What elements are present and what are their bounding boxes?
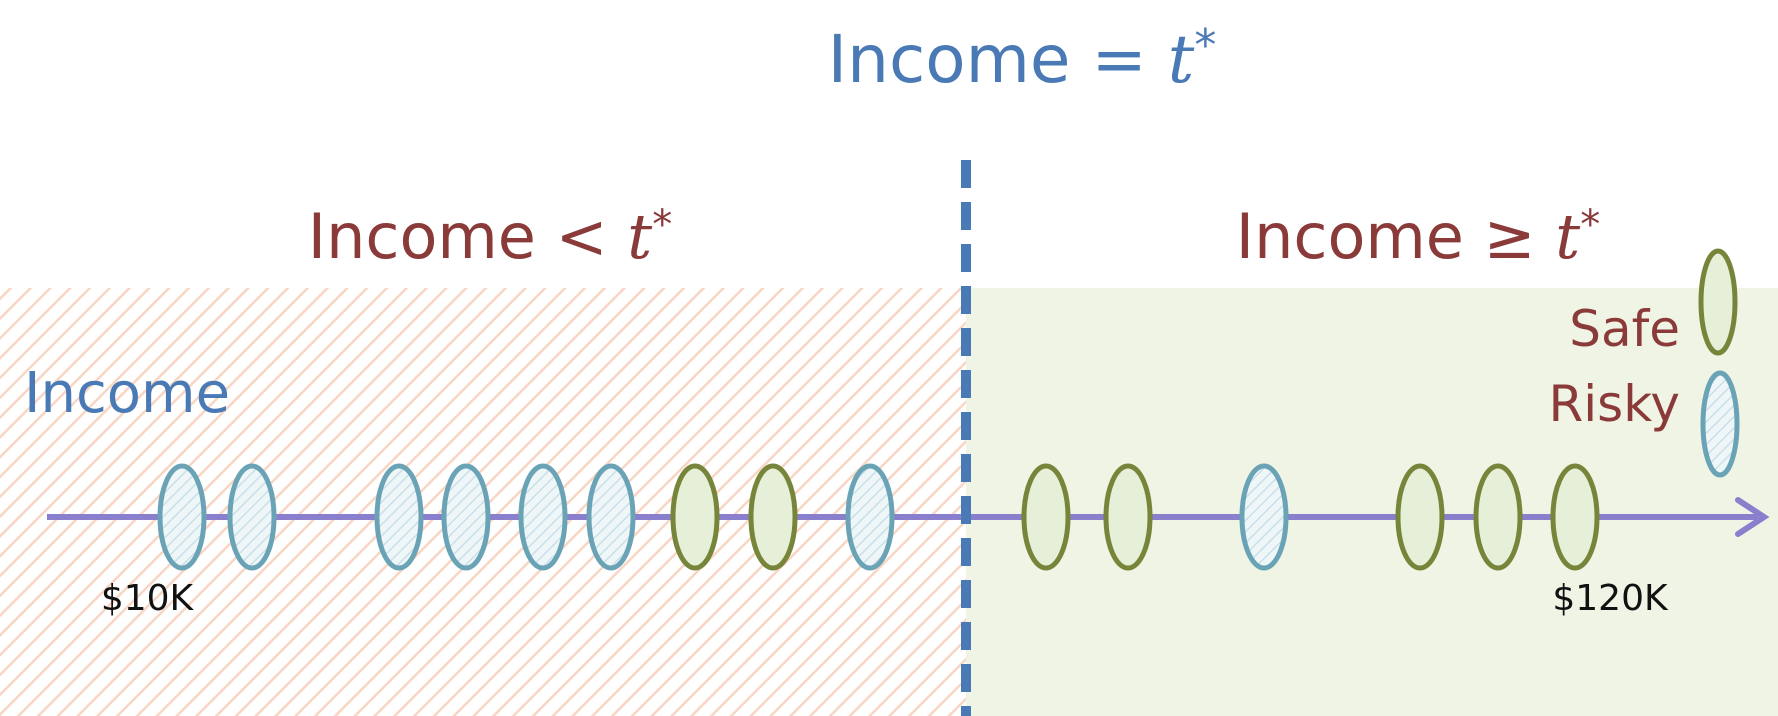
- title: Income = t*: [828, 20, 1217, 98]
- point-left-5-risky: [518, 463, 568, 571]
- point-right-5-safe: [1473, 463, 1523, 571]
- point-right-3-risky: [1239, 463, 1289, 571]
- left-label-sup: *: [652, 202, 672, 248]
- point-right-1-safe: [1021, 463, 1071, 571]
- axis-arrowhead: [1735, 497, 1770, 537]
- point-right-2-safe: [1103, 463, 1153, 571]
- point-left-6-risky: [586, 463, 636, 571]
- title-sup: *: [1194, 20, 1216, 71]
- point-right-6-safe: [1550, 463, 1600, 571]
- axis-label: Income: [24, 361, 230, 426]
- tick-label-min: $10K: [101, 578, 195, 619]
- point-left-2-risky: [227, 463, 277, 571]
- right-region-label: Income ≥ t*: [1236, 200, 1600, 273]
- point-left-3-risky: [374, 463, 424, 571]
- right-label-var: t: [1555, 200, 1580, 273]
- right-region-background: [966, 288, 1778, 716]
- right-label-prefix: Income ≥: [1236, 200, 1556, 273]
- left-label-prefix: Income <: [308, 200, 628, 273]
- left-region-label: Income < t*: [308, 200, 672, 273]
- legend: Safe Risky: [1549, 248, 1740, 478]
- right-label-sup: *: [1580, 202, 1600, 248]
- point-left-8-safe: [748, 463, 798, 571]
- data-points: [157, 463, 1600, 571]
- point-right-4-safe: [1395, 463, 1445, 571]
- point-left-4-risky: [441, 463, 491, 571]
- point-left-1-risky: [157, 463, 207, 571]
- title-prefix: Income =: [828, 21, 1168, 98]
- point-left-7-safe: [670, 463, 720, 571]
- legend-label-safe: Safe: [1569, 300, 1680, 358]
- legend-marker-risky: [1700, 370, 1740, 478]
- tick-label-max: $120K: [1552, 578, 1669, 619]
- title-var: t: [1168, 21, 1195, 98]
- legend-label-risky: Risky: [1549, 375, 1680, 433]
- legend-marker-safe: [1698, 248, 1738, 356]
- left-label-var: t: [627, 200, 652, 273]
- point-left-9-risky: [845, 463, 895, 571]
